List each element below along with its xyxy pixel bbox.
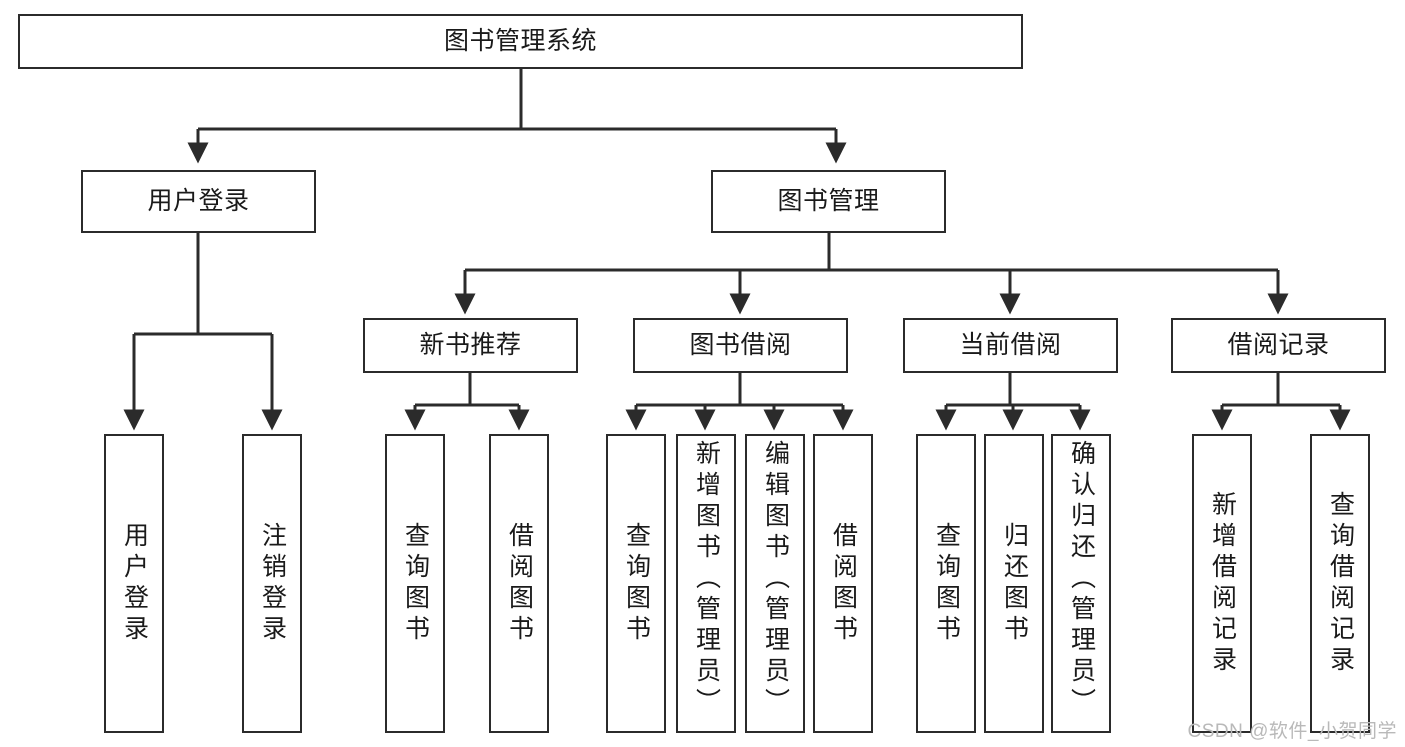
leaf-user-login[interactable]: 用户登录 xyxy=(104,434,164,733)
node-root[interactable]: 图书管理系统 xyxy=(18,14,1023,69)
node-book-borrow-label: 图书借阅 xyxy=(689,331,792,360)
node-user-login[interactable]: 用户登录 xyxy=(81,170,316,233)
node-borrow-record-label: 借阅记录 xyxy=(1227,331,1330,360)
csdn-watermark: CSDN @软件_小贺同学 xyxy=(1187,721,1397,742)
leaf-logout-login[interactable]: 注销登录 xyxy=(242,434,302,733)
node-borrow-record[interactable]: 借阅记录 xyxy=(1171,318,1386,373)
leaf-query-borrow-record[interactable]: 查询借阅记录 xyxy=(1310,434,1370,733)
node-book-manage-label: 图书管理 xyxy=(777,187,880,216)
leaf-query-book-current[interactable]: 查询图书 xyxy=(916,434,976,733)
leaf-query-book-borrow-label: 查询图书 xyxy=(622,521,651,646)
leaf-edit-book-admin[interactable]: 编辑图书（管理员） xyxy=(745,434,805,733)
leaf-add-borrow-record-label: 新增借阅记录 xyxy=(1208,490,1237,677)
leaf-borrow-book[interactable]: 借阅图书 xyxy=(813,434,873,733)
node-user-login-label: 用户登录 xyxy=(147,187,250,216)
leaf-query-book-rec[interactable]: 查询图书 xyxy=(385,434,445,733)
node-book-borrow[interactable]: 图书借阅 xyxy=(633,318,848,373)
leaf-logout-login-label: 注销登录 xyxy=(258,521,287,646)
leaf-add-borrow-record[interactable]: 新增借阅记录 xyxy=(1192,434,1252,733)
leaf-return-book-label: 归还图书 xyxy=(1000,521,1029,646)
node-book-manage[interactable]: 图书管理 xyxy=(711,170,946,233)
leaf-edit-book-admin-label: 编辑图书（管理员） xyxy=(761,440,790,719)
leaf-add-book-admin-label: 新增图书（管理员） xyxy=(692,440,721,719)
leaf-borrow-book-rec[interactable]: 借阅图书 xyxy=(489,434,549,733)
leaf-borrow-book-rec-label: 借阅图书 xyxy=(505,521,534,646)
leaf-confirm-return-admin-label: 确认归还（管理员） xyxy=(1067,440,1096,719)
leaf-borrow-book-label: 借阅图书 xyxy=(829,521,858,646)
leaf-query-book-current-label: 查询图书 xyxy=(932,521,961,646)
node-new-book-recommend[interactable]: 新书推荐 xyxy=(363,318,578,373)
node-current-borrow-label: 当前借阅 xyxy=(959,331,1062,360)
leaf-add-book-admin[interactable]: 新增图书（管理员） xyxy=(676,434,736,733)
node-root-label: 图书管理系统 xyxy=(443,27,597,56)
node-current-borrow[interactable]: 当前借阅 xyxy=(903,318,1118,373)
leaf-user-login-label: 用户登录 xyxy=(120,521,149,646)
leaf-query-borrow-record-label: 查询借阅记录 xyxy=(1326,490,1355,677)
leaf-confirm-return-admin[interactable]: 确认归还（管理员） xyxy=(1051,434,1111,733)
leaf-return-book[interactable]: 归还图书 xyxy=(984,434,1044,733)
leaf-query-book-rec-label: 查询图书 xyxy=(401,521,430,646)
node-new-book-recommend-label: 新书推荐 xyxy=(419,331,522,360)
leaf-query-book-borrow[interactable]: 查询图书 xyxy=(606,434,666,733)
